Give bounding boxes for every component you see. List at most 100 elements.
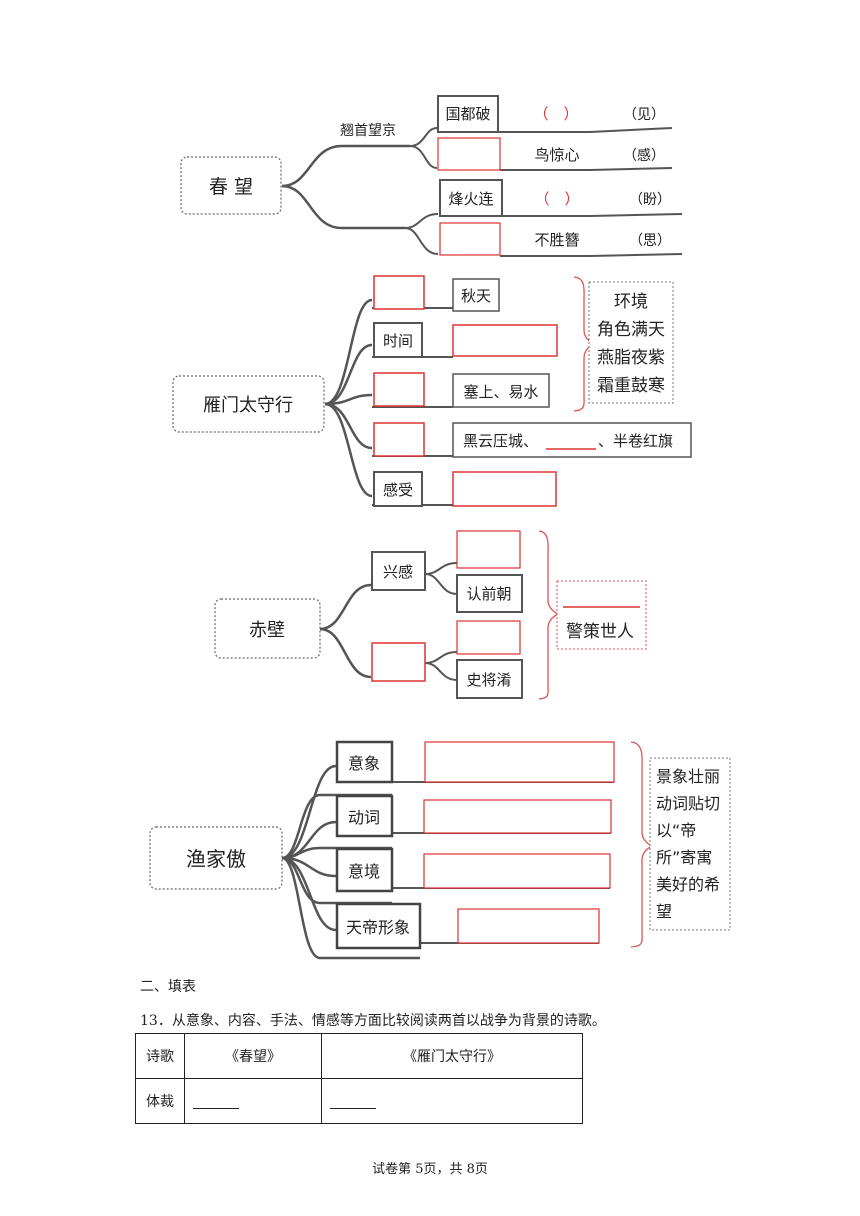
yanmen-node-4-suffix: 、半卷红旗 [598, 432, 673, 450]
chunwang-node-2-text: 鸟惊心 [534, 146, 579, 164]
chibi-node-1-text: 兴感 [383, 563, 413, 581]
table-header-cell: 《雁门太守行》 [321, 1033, 583, 1079]
connector [404, 213, 439, 229]
yujiaao-answer-box-1[interactable] [424, 741, 615, 783]
yanmen-group: 雁门太守行 秋天 时间 塞上、易水 黑云压城、 、半卷红旗 感受 环境 角色满天… [172, 275, 692, 507]
yanmen-answer-box-2[interactable] [452, 324, 558, 357]
chibi-node-2-text: 认前朝 [466, 585, 511, 603]
chibi-side-box [556, 580, 647, 650]
yanmen-node-3-text: 塞上、易水 [463, 383, 538, 401]
connector [409, 145, 438, 169]
yanmen-side-box [588, 281, 674, 404]
connector [319, 627, 372, 679]
yanmen-answer-box-5[interactable] [452, 471, 557, 507]
yanmen-node-3 [452, 373, 550, 408]
yujiaao-answer-box-4[interactable] [457, 908, 600, 944]
chibi-root-box [214, 598, 321, 659]
chunwang-blank-1: （ ） [533, 105, 578, 123]
yanmen-node-5 [373, 471, 423, 507]
yujiaao-item-4 [335, 902, 422, 950]
chibi-node-2 [456, 574, 523, 613]
yanmen-root-text: 雁门太守行 [203, 395, 293, 416]
chunwang-answer-box-1[interactable] [437, 137, 501, 171]
connector [324, 298, 373, 406]
chunwang-root-box [180, 156, 282, 215]
chibi-node-1 [371, 551, 426, 591]
chunwang-node-3-text: 烽火连 [448, 190, 493, 208]
yujiaao-answer-box-3[interactable] [423, 853, 611, 889]
yujiaao-side-line-4: 所”寄寓 [656, 848, 712, 867]
chunwang-node-3 [439, 179, 503, 217]
yanmen-answer-box-3[interactable] [373, 372, 425, 407]
table-row: 体裁 [135, 1078, 583, 1124]
chunwang-blank-3: （ ） [534, 190, 579, 208]
yanmen-side-line-1: 环境 [614, 292, 648, 312]
chunwang-branch-label: 翘首望京 [340, 123, 396, 139]
chunwang-word-2: （感） [623, 147, 665, 164]
chibi-brace [538, 530, 560, 700]
mind-map-diagram: 春 望 翘首望京 国都破 （ ） （见） 鸟惊心 （感） 烽火连 （ ） （盼）… [149, 95, 731, 960]
table-header-cell: 诗歌 [135, 1033, 185, 1079]
table-answer-cell[interactable] [321, 1078, 583, 1124]
yanmen-node-4 [452, 422, 692, 458]
yujiaao-side-line-3: 以“帝 [656, 821, 696, 840]
connector [281, 856, 420, 960]
chibi-answer-box-1[interactable] [456, 530, 521, 569]
yanmen-answer-box-1[interactable] [373, 275, 425, 310]
chunwang-word-3: （盼） [629, 192, 671, 208]
chunwang-node-1-text: 国都破 [445, 105, 490, 123]
chibi-node-3 [456, 659, 523, 699]
chunwang-word-4: （思） [629, 233, 671, 249]
connector [324, 402, 373, 498]
yujiaao-answer-box-2[interactable] [423, 799, 612, 834]
chunwang-group: 春 望 翘首望京 国都破 （ ） （见） 鸟惊心 （感） 烽火连 （ ） （盼）… [180, 95, 683, 257]
answer-blank[interactable] [193, 1094, 239, 1109]
chibi-root-text: 赤壁 [249, 620, 285, 641]
yujiaao-side-line-5: 美好的希 [656, 875, 720, 894]
yanmen-side-line-3: 燕脂夜紫 [597, 348, 665, 368]
connector [424, 662, 458, 681]
connector [502, 213, 683, 217]
yanmen-node-2-text: 时间 [383, 332, 413, 350]
answer-blank[interactable] [330, 1094, 376, 1109]
yanmen-node-4-prefix: 黑云压城、 [463, 432, 538, 450]
yanmen-node-1-text: 秋天 [461, 287, 491, 305]
connector [319, 583, 372, 631]
chibi-answer-box-3[interactable] [456, 620, 521, 655]
yanmen-node-2 [373, 322, 423, 358]
connector [409, 127, 438, 147]
yanmen-root-box [172, 375, 325, 433]
yujiaao-item-3 [335, 847, 394, 893]
chunwang-word-1: （见） [623, 107, 665, 123]
table-row-label: 体裁 [135, 1078, 185, 1124]
yujiaao-brace [630, 741, 654, 948]
connector [498, 127, 673, 133]
connector [281, 764, 337, 860]
yujiaao-root-box [149, 826, 283, 890]
connector [281, 846, 392, 860]
yujiaao-item-3-text: 意境 [348, 862, 380, 881]
connector [404, 227, 439, 255]
connector [424, 562, 458, 575]
yanmen-node-1 [452, 278, 500, 312]
yanmen-answer-box-4[interactable] [373, 422, 425, 457]
connector [281, 793, 392, 860]
yujiaao-side-line-6: 望 [656, 902, 672, 921]
chunwang-node-1 [437, 95, 499, 133]
connector [324, 343, 373, 406]
yujiaao-item-2-text: 动词 [348, 808, 380, 827]
table-answer-cell[interactable] [184, 1078, 322, 1124]
chunwang-node-4-text: 不胜簪 [534, 231, 579, 249]
question-13: 13．从意象、内容、手法、情感等方面比较阅读两首以战争为背景的诗歌。 [140, 1013, 606, 1029]
yujiaao-item-4-text: 天帝形象 [346, 918, 410, 937]
yujiaao-item-1 [335, 740, 394, 784]
chunwang-answer-box-2[interactable] [439, 222, 501, 256]
chibi-side-text: 警策世人 [566, 622, 634, 642]
yujiaao-item-2 [335, 794, 394, 838]
yujiaao-side-line-1: 景象壮丽 [656, 767, 720, 786]
page-footer: 试卷第 5页，共 8页 [372, 1162, 488, 1177]
yujiaao-side-line-2: 动词贴切 [656, 794, 720, 813]
chibi-answer-box-2[interactable] [371, 642, 426, 682]
yanmen-side-line-4: 霜重鼓寒 [597, 376, 665, 396]
connector [281, 184, 405, 230]
